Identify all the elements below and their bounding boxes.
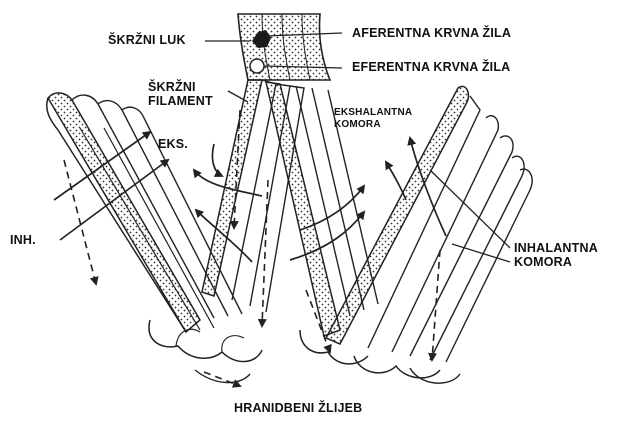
efferent-vessel [250,59,264,73]
label-ekshalantna-komora: EKSHALANTNA KOMORA [334,107,412,130]
label-inh: INH. [10,233,36,247]
label-skrzni-filament-line1: ŠKRŽNI [148,80,213,94]
right-filament-group [326,86,532,383]
label-skrzni-luk: ŠKRŽNI LUK [108,33,186,47]
label-skrzni-filament-line2: FILAMENT [148,94,213,108]
central-filament-left [202,80,304,312]
label-inhalantna-line2: KOMORA [514,255,598,269]
label-skrzni-filament: ŠKRŽNI FILAMENT [148,80,213,109]
label-eks: EKS. [158,137,188,151]
gill-arch [238,14,330,80]
label-hranidbeni-zlijeb: HRANIDBENI ŽLIJEB [234,401,362,415]
label-ekshalantna-line1: EKSHALANTNA [334,107,412,119]
left-filament-group [47,93,262,383]
label-aferentna-krvna-zila: AFERENTNA KRVNA ŽILA [352,26,511,40]
label-inhalantna-komora: INHALANTNA KOMORA [514,241,598,270]
label-inhalantna-line1: INHALANTNA [514,241,598,255]
label-ekshalantna-line2: KOMORA [334,119,412,131]
label-eferentna-krvna-zila: EFERENTNA KRVNA ŽILA [352,60,510,74]
